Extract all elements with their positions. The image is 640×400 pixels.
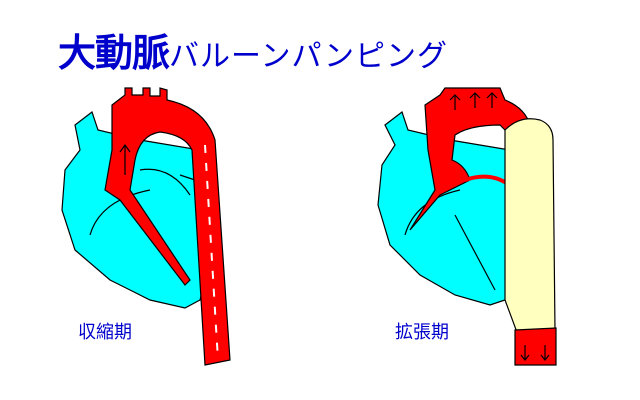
diastole-label: 拡張期	[395, 322, 449, 343]
systole-label: 収縮期	[78, 322, 132, 343]
valve-line	[139, 168, 191, 196]
aorta-lower	[514, 327, 557, 366]
title-main: 大動脈	[58, 31, 170, 75]
heart-inner-line	[89, 174, 196, 236]
aorta	[104, 87, 231, 366]
arrow-up	[119, 143, 131, 175]
diastole-heart	[377, 87, 557, 366]
inflated-balloon	[504, 118, 556, 336]
arrows-down	[520, 345, 550, 361]
diagram-title: 大動脈バルーンパンピング	[58, 22, 448, 77]
heart-inner-line	[404, 189, 496, 291]
title-sub: バルーンパンピング	[169, 39, 449, 74]
systole-heart	[61, 87, 231, 366]
arrows-up	[449, 92, 498, 110]
aorta	[409, 87, 531, 231]
